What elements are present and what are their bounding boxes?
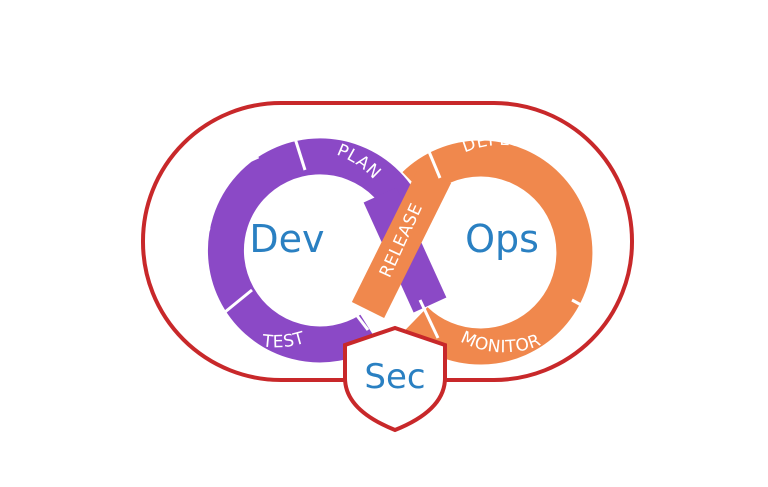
ops-loop xyxy=(351,140,593,365)
stage-test-label: TEST xyxy=(260,328,307,352)
security-shield xyxy=(343,325,447,433)
dev-label: Dev xyxy=(249,217,324,261)
segment-dividers xyxy=(171,131,606,339)
ops-label: Ops xyxy=(465,217,539,261)
stage-build-label: BUILD xyxy=(169,237,196,297)
sec-label: Sec xyxy=(364,357,425,397)
